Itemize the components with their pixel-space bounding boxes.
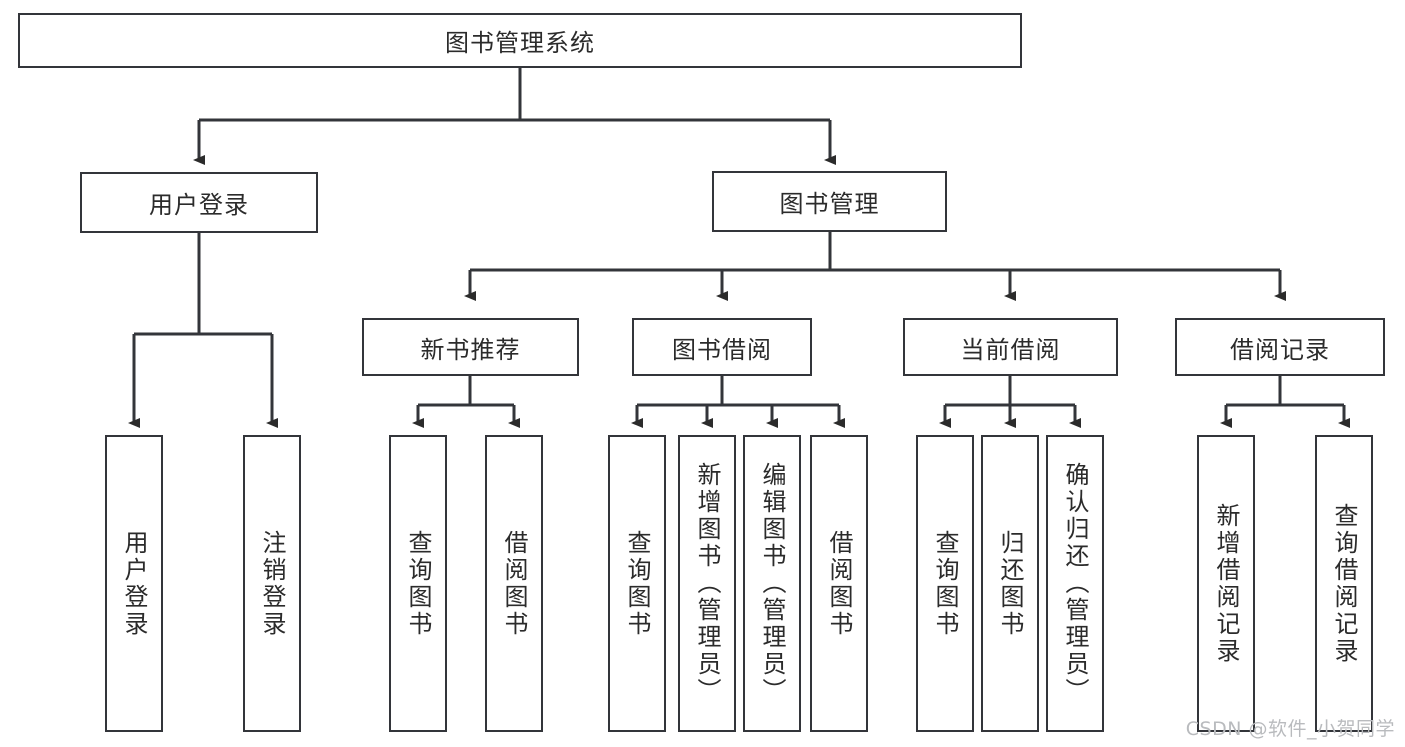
node-label: 用户登录 bbox=[120, 529, 148, 638]
node-borrow-record[interactable]: 借阅记录 bbox=[1175, 318, 1385, 376]
node-label: 查询图书 bbox=[404, 529, 432, 638]
node-label: 查询图书 bbox=[931, 529, 959, 638]
leaf-book-borrow-add-book-admin[interactable]: 新增图书（管理员） bbox=[678, 435, 736, 732]
leaf-user-login-login[interactable]: 用户登录 bbox=[105, 435, 163, 732]
leaf-current-borrow-query-book[interactable]: 查询图书 bbox=[916, 435, 974, 732]
node-label: 新增借阅记录 bbox=[1212, 502, 1240, 665]
leaf-borrow-record-add-record[interactable]: 新增借阅记录 bbox=[1197, 435, 1255, 732]
node-user-login[interactable]: 用户登录 bbox=[80, 172, 318, 233]
node-new-book-recommend[interactable]: 新书推荐 bbox=[362, 318, 579, 376]
node-label: 编辑图书（管理员） bbox=[758, 462, 786, 705]
leaf-user-login-logout[interactable]: 注销登录 bbox=[243, 435, 301, 732]
node-label: 归还图书 bbox=[996, 529, 1024, 638]
node-label: 确认归还（管理员） bbox=[1061, 462, 1089, 705]
leaf-book-borrow-borrow-book[interactable]: 借阅图书 bbox=[810, 435, 868, 732]
node-book-borrow[interactable]: 图书借阅 bbox=[632, 318, 812, 376]
node-label: 借阅记录 bbox=[1230, 335, 1330, 364]
node-label: 新书推荐 bbox=[420, 335, 521, 364]
node-root-book-management-system[interactable]: 图书管理系统 bbox=[18, 13, 1022, 68]
node-label: 当前借阅 bbox=[960, 335, 1061, 364]
leaf-book-borrow-edit-book-admin[interactable]: 编辑图书（管理员） bbox=[743, 435, 801, 732]
leaf-current-borrow-return-book[interactable]: 归还图书 bbox=[981, 435, 1039, 732]
node-label: 图书借阅 bbox=[672, 335, 772, 364]
node-label: 新增图书（管理员） bbox=[693, 462, 721, 705]
leaf-current-borrow-confirm-return-admin[interactable]: 确认归还（管理员） bbox=[1046, 435, 1104, 732]
node-book-management[interactable]: 图书管理 bbox=[712, 171, 947, 232]
leaf-new-book-query-book[interactable]: 查询图书 bbox=[389, 435, 447, 732]
leaf-book-borrow-query-book[interactable]: 查询图书 bbox=[608, 435, 666, 732]
node-current-borrow[interactable]: 当前借阅 bbox=[903, 318, 1118, 376]
node-label: 图书管理系统 bbox=[445, 29, 595, 57]
node-label: 借阅图书 bbox=[500, 529, 528, 638]
node-label: 查询借阅记录 bbox=[1330, 502, 1358, 665]
node-label: 查询图书 bbox=[623, 529, 651, 638]
leaf-new-book-borrow-book[interactable]: 借阅图书 bbox=[485, 435, 543, 732]
node-label: 图书管理 bbox=[779, 190, 880, 218]
node-label: 用户登录 bbox=[149, 191, 249, 219]
node-label: 借阅图书 bbox=[825, 529, 853, 638]
node-label: 注销登录 bbox=[258, 529, 286, 638]
leaf-borrow-record-query-record[interactable]: 查询借阅记录 bbox=[1315, 435, 1373, 732]
